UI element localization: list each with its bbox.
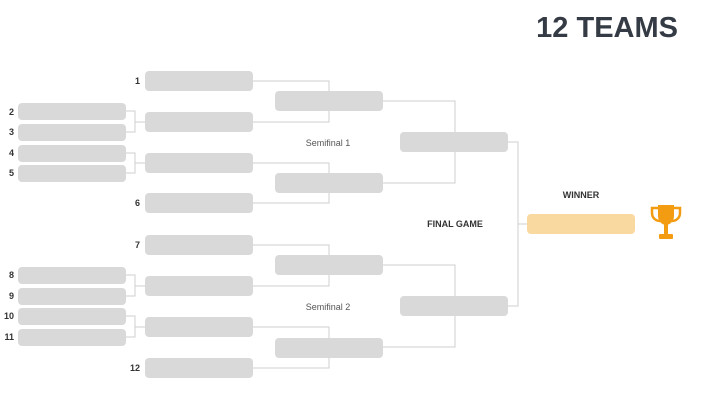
page-title: 12 TEAMS — [536, 12, 678, 44]
team-slot[interactable] — [18, 308, 126, 325]
seed-6: 6 — [134, 198, 140, 208]
quarterfinal-slot[interactable] — [275, 173, 383, 193]
quarterfinal-slot[interactable] — [275, 91, 383, 111]
team-slot[interactable] — [145, 71, 253, 91]
team-slot[interactable] — [145, 153, 253, 173]
seed-3: 3 — [8, 127, 14, 137]
final-game-label: FINAL GAME — [427, 219, 483, 229]
quarterfinal-slot[interactable] — [275, 255, 383, 275]
winner-label: WINNER — [562, 190, 600, 200]
seed-10: 10 — [3, 311, 14, 321]
seed-12: 12 — [129, 363, 140, 373]
team-slot[interactable] — [18, 124, 126, 141]
quarterfinal-slot[interactable] — [275, 338, 383, 358]
trophy-icon — [650, 205, 682, 239]
finalist-slot[interactable] — [400, 132, 508, 152]
team-slot[interactable] — [18, 329, 126, 346]
team-slot[interactable] — [145, 276, 253, 296]
winner-slot[interactable] — [527, 214, 635, 234]
seed-4: 4 — [8, 148, 14, 158]
team-slot[interactable] — [145, 317, 253, 337]
seed-1: 1 — [134, 76, 140, 86]
seed-11: 11 — [4, 332, 14, 342]
team-slot[interactable] — [145, 193, 253, 213]
team-slot[interactable] — [145, 358, 253, 378]
finalist-slot[interactable] — [400, 296, 508, 316]
team-slot[interactable] — [18, 145, 126, 162]
seed-7: 7 — [134, 240, 140, 250]
seed-8: 8 — [8, 270, 14, 280]
team-slot[interactable] — [18, 267, 126, 284]
team-slot[interactable] — [18, 288, 126, 305]
seed-9: 9 — [8, 291, 14, 301]
seed-5: 5 — [8, 168, 14, 178]
team-slot[interactable] — [18, 165, 126, 182]
team-slot[interactable] — [18, 103, 126, 120]
semifinal-1-label: Semifinal 1 — [305, 138, 351, 148]
seed-2: 2 — [8, 107, 14, 117]
team-slot[interactable] — [145, 235, 253, 255]
semifinal-2-label: Semifinal 2 — [305, 302, 351, 312]
team-slot[interactable] — [145, 112, 253, 132]
